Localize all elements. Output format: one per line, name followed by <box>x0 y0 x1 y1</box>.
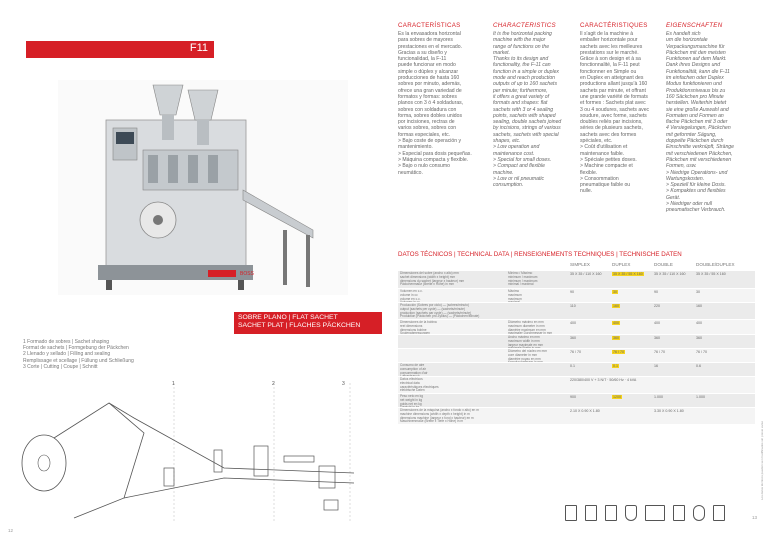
table-cell: 35 X 35 / 55 X 160 <box>696 272 726 276</box>
row-label: Producción (Sobres por ciclo) — (sobres/… <box>400 303 480 319</box>
table-cell: 400 <box>570 321 576 325</box>
table-row: Ancho máximo en mm maximum width in mm l… <box>398 334 755 350</box>
table-cell: 30 <box>612 290 618 294</box>
table-row: Volumen en c.c. volume in cc volume en c… <box>398 288 755 304</box>
table-cell: 1.000 <box>696 395 705 399</box>
table-cell: 35 X 35 / 110 X 160 <box>570 272 602 276</box>
flat-sachet-line-1: SOBRE PLANO | FLAT SACHET <box>238 314 338 321</box>
col-heading-es: CARACTERÍSTICAS <box>398 22 461 29</box>
col-heading-fr: CARACTÉRISTIQUES <box>580 22 648 29</box>
process-diagram: 1 2 3 <box>21 381 355 523</box>
row-label: Dimensiones de la máquina (ancho x fondo… <box>400 408 479 424</box>
table-header-simplex: SIMPLEX <box>570 262 590 267</box>
model-badge: F11 <box>189 42 208 54</box>
table-cell: 220 <box>654 304 660 308</box>
table-cell: 360 <box>570 336 576 340</box>
sachet-shape-icon <box>673 505 685 521</box>
table-cell: 360 <box>612 336 620 340</box>
col-text-de: Es handelt sich um die horizontale Verpa… <box>666 31 734 214</box>
table-cell: 2.10 X 0.90 X 1.80 <box>570 409 600 413</box>
table-cell: 76 / 70 <box>654 350 665 354</box>
table-row: Producción (Sobres por ciclo) — (sobres/… <box>398 302 755 319</box>
table-cell: 90 <box>654 290 658 294</box>
row-label: Datos eléctricos electrical data caracté… <box>400 377 439 393</box>
table-header-double: DOUBLE <box>654 262 673 267</box>
table-cell: 90 <box>570 290 574 294</box>
flat-sachet-bar: SOBRE PLANO | FLAT SACHET SACHET PLAT | … <box>234 312 382 334</box>
table-cell: 76 / 70 <box>570 350 581 354</box>
process-legend: 1 Formado de sobres | Sachet shaping For… <box>23 339 134 370</box>
col-heading-de: EIGENSCHAFTEN <box>666 22 723 29</box>
table-row: Dimensiones del sobre (ancho x alto) mm … <box>398 270 755 288</box>
table-cell: 35 X 35 / 110 X 160 <box>654 272 686 276</box>
sachet-shape-icon <box>565 505 577 521</box>
row-label: Dimensiones de la bobina reel dimensions… <box>400 320 437 335</box>
flat-sachet-line-2: SACHET PLAT | FLACHES PÄCKCHEN <box>238 322 361 329</box>
diagram-number-1: 1 <box>172 381 175 387</box>
table-cell: 360 <box>696 336 702 340</box>
sachet-shape-icon <box>713 505 725 521</box>
model-bar: F11 <box>26 41 214 58</box>
table-cell: 360 <box>654 336 660 340</box>
sachet-shape-icon <box>693 505 705 521</box>
table-row: Dimensiones de la máquina (ancho x fondo… <box>398 407 755 424</box>
table-cell: 1.000 <box>654 395 663 399</box>
table-cell: 220/380/400 V + 3 N/T · 50/60 Hz · 4 kVA <box>570 378 637 382</box>
col-text-en: It is the horizontal packing machine wit… <box>493 31 562 189</box>
table-cell: 3.30 X 0.90 X 1.80 <box>654 409 684 413</box>
table-row: Consumo de aire consumption of air conso… <box>398 362 755 378</box>
table-header-duplex: DUPLEX <box>612 262 631 267</box>
col-heading-en: CHARACTERISTICS <box>493 22 556 29</box>
diagram-number-3: 3 <box>342 381 345 387</box>
table-cell: 1200 <box>612 395 622 399</box>
table-cell: 76 / 70 <box>696 350 707 354</box>
page-number-right: 13 <box>752 515 758 520</box>
diagram-number-2: 2 <box>272 381 275 387</box>
table-cell: 76 / 70 <box>612 350 625 354</box>
machine-image: BOSS <box>58 80 348 295</box>
sachet-shape-icon <box>645 505 665 521</box>
table-cell: 35 X 35 / 55 X 160 <box>612 272 644 276</box>
col-text-es: Es la envasadora horizontal para sobres … <box>398 31 472 176</box>
table-cell: 900 <box>570 395 576 399</box>
table-cell: 160 <box>612 304 620 308</box>
row-sublabel: Mínimo / Máximo minimum / maximum minimu… <box>508 271 538 287</box>
sachet-shape-icon <box>605 505 617 521</box>
table-cell: 400 <box>612 321 620 325</box>
sachet-shape-icon <box>625 505 637 521</box>
table-cell: 30 <box>696 290 700 294</box>
tech-data-heading: DATOS TÉCNICOS | TECHNICAL DATA | RENSEI… <box>398 251 682 258</box>
row-sublabel: Diámetro máximo en mm maximum diameter i… <box>508 320 552 335</box>
sachet-shape-icon <box>585 505 597 521</box>
page-number-left: 12 <box>8 528 14 533</box>
table-cell: 160 <box>696 304 702 308</box>
brand-logo: BOSS <box>240 271 255 277</box>
col-text-fr: Il s'agit de la machine à emballer horiz… <box>580 31 650 195</box>
row-label: Dimensiones del sobre (ancho x alto) mm … <box>400 271 465 287</box>
table-cell: 400 <box>696 321 702 325</box>
table-cell: 0.1 <box>612 364 619 368</box>
side-note: Los datos técnicos pueden ser modificado… <box>760 420 764 500</box>
table-cell: 0.6 <box>696 364 701 368</box>
table-header-double-duplex: DOUBLE/DUPLEX <box>696 262 735 267</box>
table-row: Diámetro del núcleo en mm core diameter … <box>398 348 755 364</box>
table-cell: 400 <box>654 321 660 325</box>
table-row: Datos eléctricos electrical data caracté… <box>398 376 755 393</box>
table-cell: 0.1 <box>570 364 575 368</box>
table-cell: 110 <box>570 304 576 308</box>
table-row: Peso neto en kg net weight in kg poids n… <box>398 393 755 409</box>
table-row: Dimensiones de la bobina reel dimensions… <box>398 319 755 335</box>
table-cell: 16 <box>654 364 658 368</box>
